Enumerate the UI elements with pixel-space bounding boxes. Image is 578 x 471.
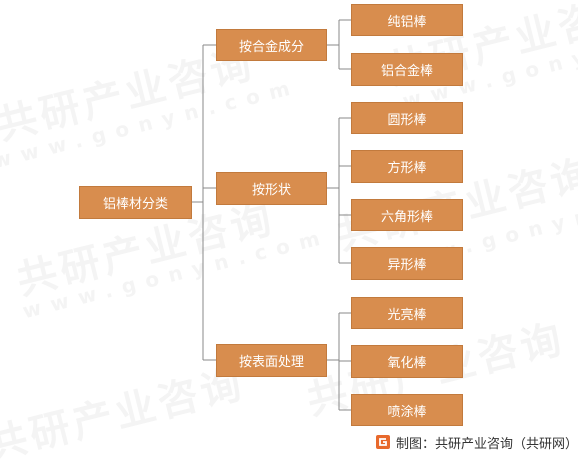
branch-node-label: 按形状 [251,183,291,198]
leaf-node: 喷涂棒 [351,394,463,426]
root-node-label: 铝棒材分类 [102,197,168,212]
leaf-node-label: 圆形棒 [387,112,427,128]
root-node: 铝棒材分类 [79,186,192,219]
leaf-node: 光亮棒 [351,297,463,329]
leaf-node-label: 纯铝棒 [387,14,427,30]
leaf-node: 氧化棒 [351,345,463,378]
branch-node-label: 按合金成分 [238,39,304,55]
footer-credit: 制图：共研产业咨询（共研网） [376,433,578,452]
leaf-node-label: 异形棒 [387,258,427,273]
leaf-node: 纯铝棒 [351,4,463,36]
footer-text: 制图：共研产业咨询（共研网） [396,436,578,452]
leaf-node-label: 铝合金棒 [380,64,433,79]
leaf-node: 异形棒 [351,247,463,280]
gonyn-logo-icon [376,435,390,449]
leaf-node-label: 喷涂棒 [387,404,427,420]
leaf-node-label: 方形棒 [387,161,427,176]
leaf-node-label: 氧化棒 [387,356,427,371]
connector-lines [192,19,351,411]
leaf-node-label: 六角形棒 [380,209,433,225]
branch-node-label: 按表面处理 [238,355,304,370]
leaf-node: 圆形棒 [351,102,463,134]
leaf-node: 铝合金棒 [351,53,463,86]
leaf-node: 六角形棒 [351,199,463,231]
branch-node-alloy: 按合金成分 [216,29,327,61]
branch-node-surface: 按表面处理 [216,344,327,377]
branch-node-shape: 按形状 [216,172,327,205]
leaf-node: 方形棒 [351,150,463,183]
leaf-node-label: 光亮棒 [387,307,427,323]
